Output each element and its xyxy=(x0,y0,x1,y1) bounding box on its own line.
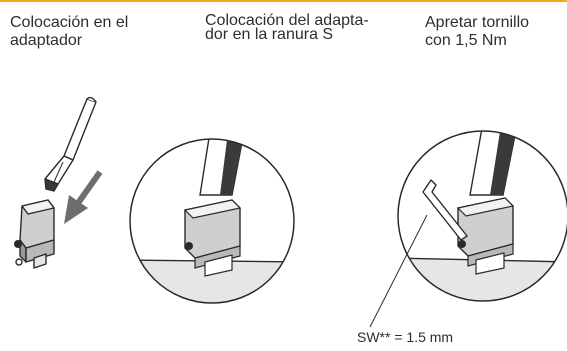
step3-detail xyxy=(369,130,567,328)
adapter-block xyxy=(14,199,55,269)
screwdriver-bit xyxy=(44,96,97,192)
hex-key-icon xyxy=(422,179,468,241)
accent-rule xyxy=(0,0,567,2)
step2-detail xyxy=(129,138,295,304)
step3-caption: Apretar tornillo con 1,5 Nm xyxy=(425,14,530,49)
leader-line xyxy=(369,214,428,328)
step1-caption: Colocación en el adaptador xyxy=(10,14,129,49)
wrench-size-label: SW** = 1.5 mm xyxy=(357,329,454,345)
insertion-arrow xyxy=(64,170,103,224)
step2-caption: Colocación del adapta- dor en la ranura … xyxy=(205,12,369,43)
